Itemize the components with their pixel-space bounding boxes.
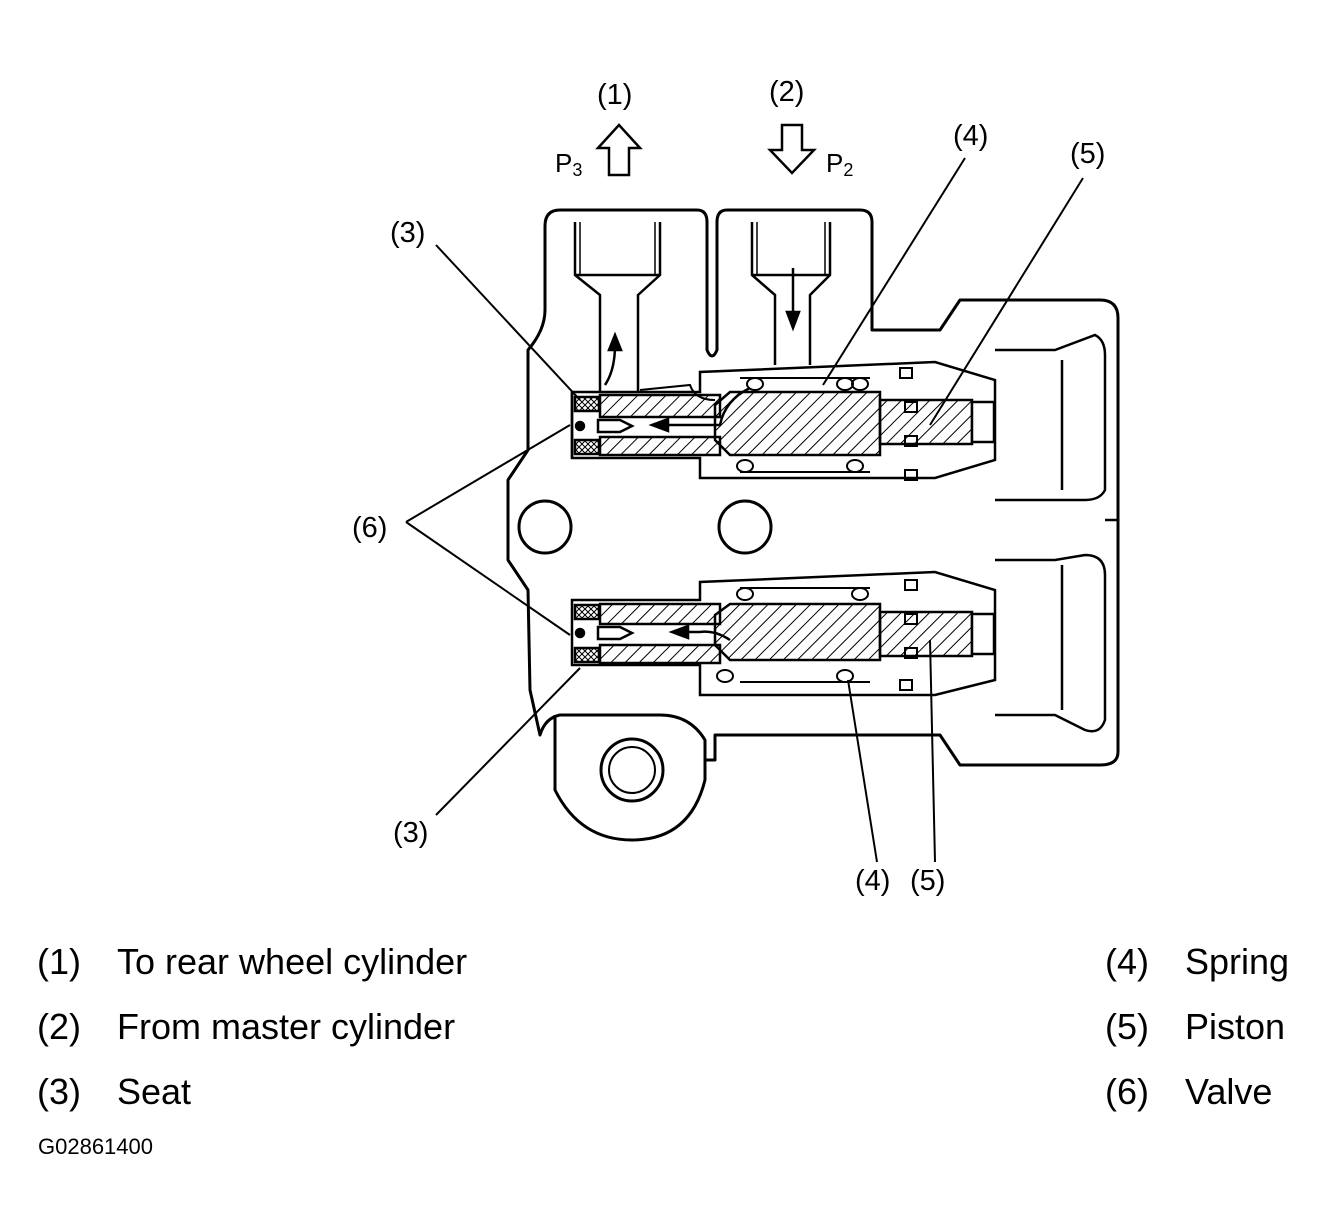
legend-number: (1) [37, 941, 81, 982]
end-caps [995, 333, 1118, 733]
callout-3-top: (3) [390, 217, 425, 249]
upper-piston [713, 390, 882, 457]
legend-text: Valve [1185, 1071, 1273, 1112]
legend-item-5: (5) Piston [1105, 1009, 1285, 1045]
legend-text: Seat [117, 1071, 192, 1112]
legend-number: (3) [37, 1071, 81, 1112]
callout-4-top: (4) [953, 120, 988, 152]
body-hole-left [517, 499, 573, 555]
legend-number: (5) [1105, 1006, 1149, 1047]
callout-3-bottom: (3) [393, 817, 428, 849]
callout-6: (6) [352, 512, 387, 544]
callout-5-top: (5) [1070, 138, 1105, 170]
lower-piston [713, 602, 882, 662]
upper-valve-assembly [570, 360, 997, 481]
legend-text: To rear wheel cylinder [117, 941, 468, 982]
inlet-arrow-down [767, 123, 817, 175]
legend-item-1: (1) To rear wheel cylinder [37, 944, 467, 980]
callout-4-bottom: (4) [855, 865, 890, 897]
legend-item-2: (2) From master cylinder [37, 1009, 455, 1045]
outlet-port [573, 222, 662, 392]
legend-number: (4) [1105, 941, 1149, 982]
legend-text: From master cylinder [117, 1006, 456, 1047]
flow-arrow-inlet [785, 268, 801, 332]
upper-spring [736, 377, 870, 473]
inlet-port [750, 222, 832, 365]
legend-item-4: (4) Spring [1105, 944, 1289, 980]
figure-code: G02861400 [38, 1134, 153, 1159]
legend-text: Piston [1185, 1006, 1286, 1047]
mounting-tab [553, 715, 707, 842]
valve-body [506, 208, 1120, 767]
legend-item-6: (6) Valve [1105, 1074, 1272, 1110]
callout-5-bottom: (5) [910, 865, 945, 897]
legend-number: (6) [1105, 1071, 1149, 1112]
callout-2: (2) [769, 76, 804, 108]
flow-arrow-outlet [603, 331, 623, 386]
legend-number: (2) [37, 1006, 81, 1047]
legend-item-3: (3) Seat [37, 1074, 191, 1110]
outlet-arrow-up [595, 123, 643, 177]
leader-lines [405, 157, 1084, 863]
proportioning-valve-diagram: P3 P2 (1) (2) (3) (4) (5) (6) (3) (4) (5… [352, 76, 1120, 897]
lower-valve-assembly [570, 570, 997, 697]
body-hole-right [717, 499, 773, 555]
pressure-label-p2: P2 [826, 148, 853, 180]
callout-1: (1) [597, 79, 632, 111]
legend-text: Spring [1185, 941, 1290, 982]
callout-labels: (1) (2) (3) (4) (5) (6) (3) (4) (5) [352, 76, 1105, 897]
pressure-label-p3: P3 [555, 148, 582, 180]
